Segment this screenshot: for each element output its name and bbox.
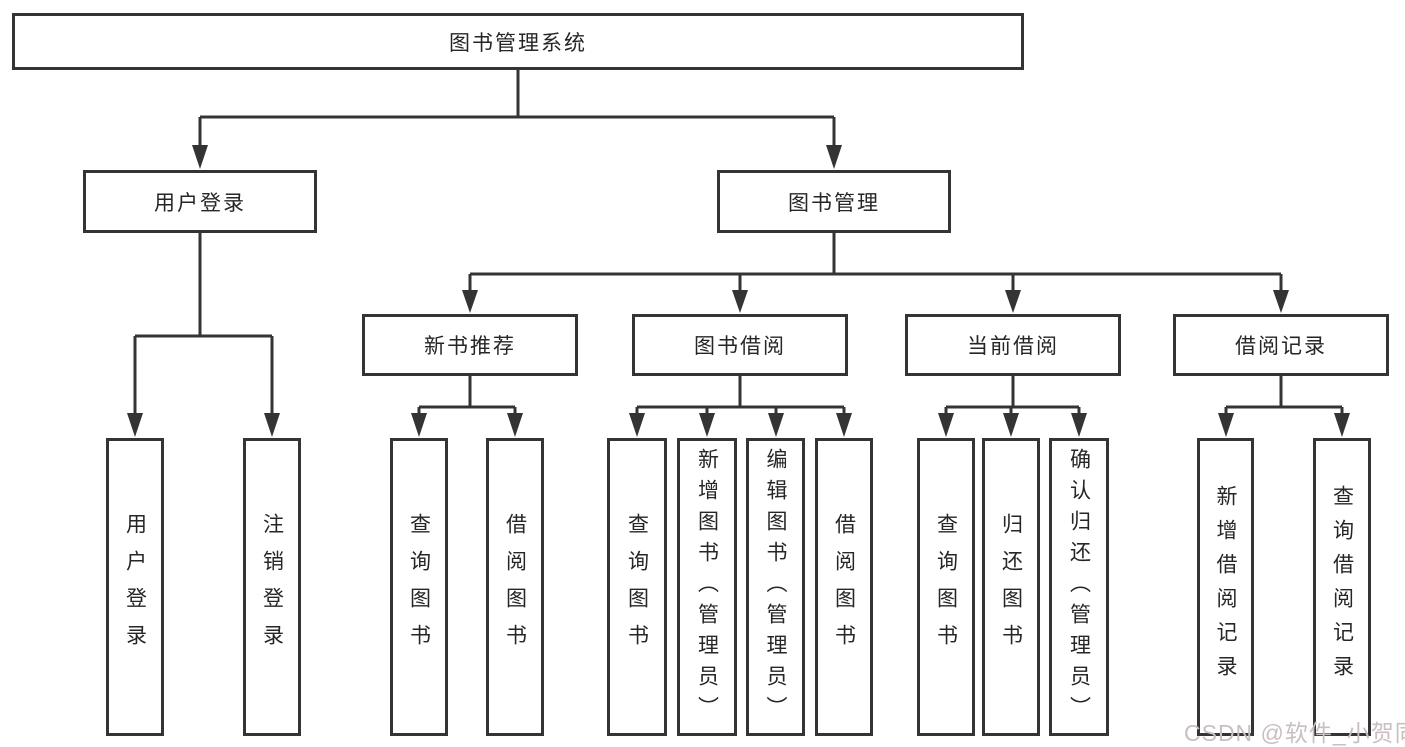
- leaf-label: 查询借阅记录: [1330, 485, 1354, 689]
- node-borrowing-records: 借阅记录: [1173, 314, 1389, 376]
- leaf-return-book: 归还图书: [982, 438, 1040, 736]
- leaf-label: 归还图书: [999, 513, 1023, 661]
- leaf-label: 新增借阅记录: [1214, 485, 1237, 689]
- watermark-text: CSDN @软件_小贺同学: [1184, 720, 1405, 746]
- leaf-label: 用户登录: [123, 513, 147, 661]
- leaf-add-borrow-record: 新增借阅记录: [1197, 438, 1254, 736]
- leaf-borrow-books-recommend: 借阅图书: [486, 438, 544, 736]
- node-new-book-recommend: 新书推荐: [362, 314, 578, 376]
- arrowheads: [127, 145, 1350, 437]
- node-label: 图书管理系统: [449, 31, 587, 55]
- leaf-label: 借阅图书: [832, 513, 856, 661]
- leaf-label: 确认归还（管理员）: [1067, 447, 1091, 727]
- leaf-label: 查询图书: [934, 513, 958, 661]
- node-label: 用户登录: [154, 191, 246, 215]
- leaf-query-books-current: 查询图书: [917, 438, 975, 736]
- leaf-query-borrow-record: 查询借阅记录: [1313, 438, 1371, 736]
- leaf-edit-book-admin: 编辑图书（管理员）: [746, 438, 805, 736]
- leaf-label: 新增图书（管理员）: [695, 447, 719, 727]
- leaf-label: 查询图书: [407, 513, 431, 661]
- tree-edges: [133, 70, 1344, 416]
- leaf-confirm-return-admin: 确认归还（管理员）: [1049, 438, 1109, 736]
- leaf-query-books-recommend: 查询图书: [390, 438, 448, 736]
- node-label: 图书管理: [788, 191, 880, 215]
- leaf-borrow-books-borrowing: 借阅图书: [815, 438, 873, 736]
- leaf-user-login: 用户登录: [106, 438, 164, 736]
- leaf-label: 编辑图书（管理员）: [764, 447, 787, 727]
- node-current-borrowing: 当前借阅: [905, 314, 1121, 376]
- node-label: 当前借阅: [967, 335, 1059, 358]
- node-book-borrowing: 图书借阅: [632, 314, 848, 376]
- leaf-logout: 注销登录: [243, 438, 301, 736]
- node-user-login: 用户登录: [83, 170, 317, 233]
- leaf-label: 注销登录: [260, 513, 284, 661]
- leaf-query-books-borrowing: 查询图书: [607, 438, 667, 736]
- node-label: 新书推荐: [424, 335, 516, 358]
- node-book-management: 图书管理: [717, 170, 951, 233]
- node-label: 图书借阅: [694, 335, 786, 358]
- leaf-add-book-admin: 新增图书（管理员）: [677, 438, 737, 736]
- node-book-management-system: 图书管理系统: [12, 13, 1024, 70]
- node-label: 借阅记录: [1235, 335, 1327, 358]
- leaf-label: 查询图书: [625, 513, 649, 661]
- leaf-label: 借阅图书: [503, 513, 527, 661]
